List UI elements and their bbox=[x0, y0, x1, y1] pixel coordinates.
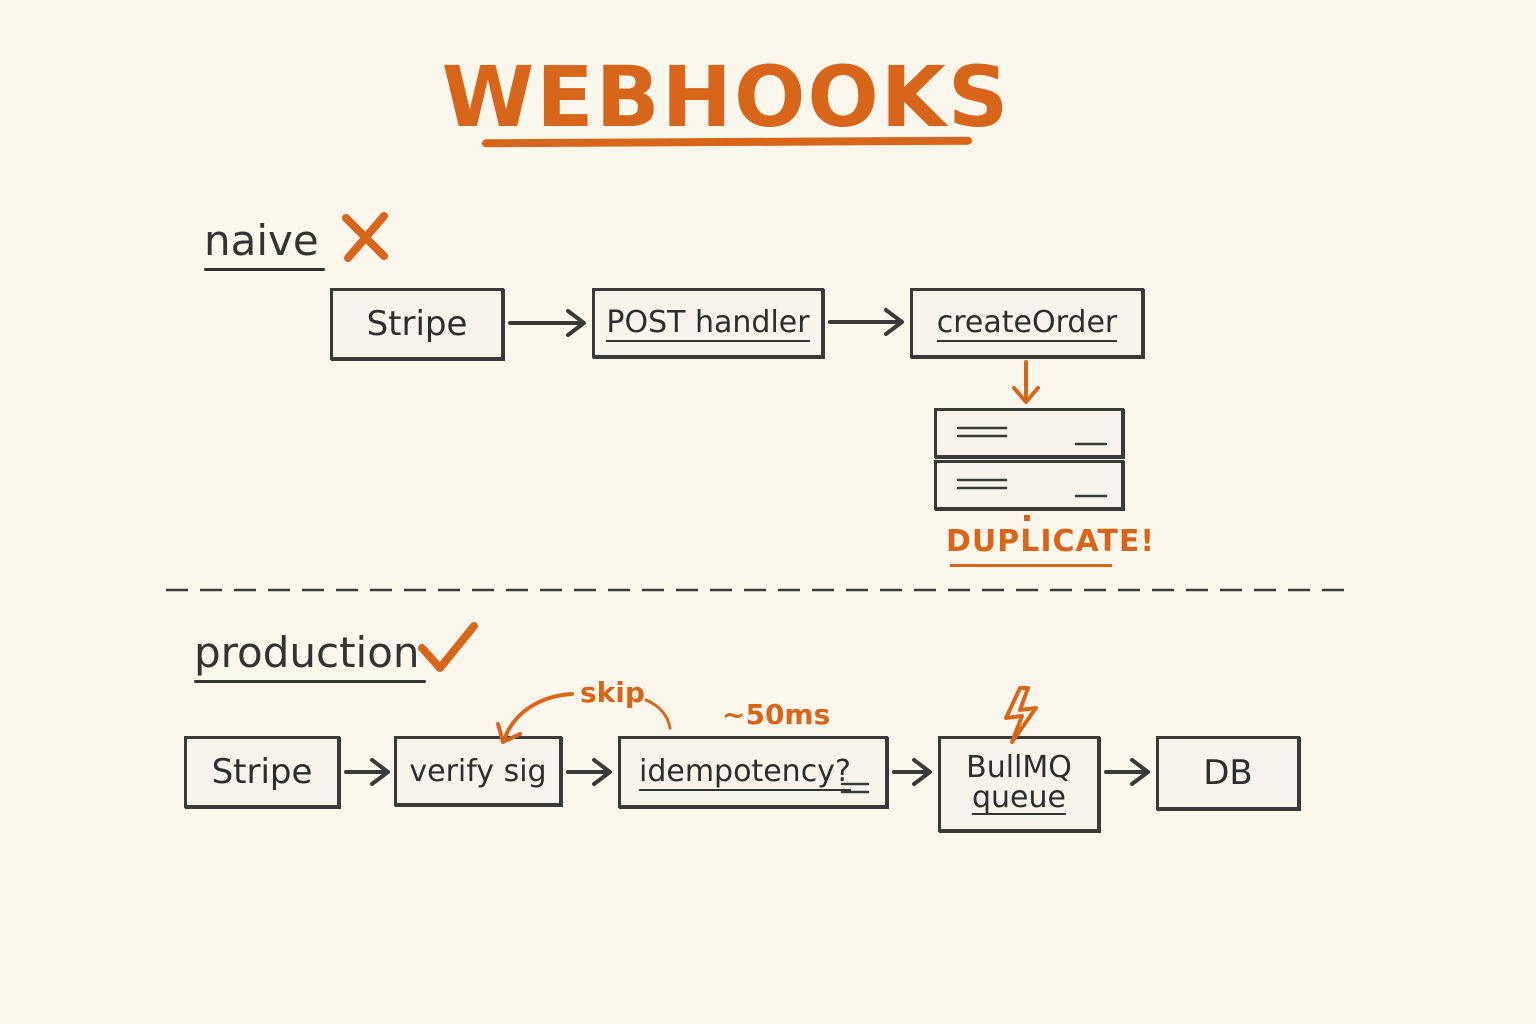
prod-bullmq-node: BullMQ queue bbox=[938, 736, 1100, 832]
naive-label-text: naive bbox=[204, 216, 319, 265]
arrow-idempotency-to-bullmq bbox=[892, 758, 932, 786]
skip-arrow bbox=[496, 692, 672, 744]
production-label-underline bbox=[194, 680, 426, 683]
lightning-icon bbox=[1004, 686, 1038, 744]
check-icon bbox=[418, 622, 478, 672]
latency-label: ~50ms bbox=[722, 698, 831, 731]
duplicate-row-1-lines bbox=[956, 426, 1108, 446]
naive-label: naive bbox=[204, 216, 325, 271]
prod-verify-sig-node: verify sig bbox=[394, 736, 562, 806]
page-title: WEBHOOKS bbox=[441, 48, 1011, 146]
prod-idempotency-label: idempotency? bbox=[639, 753, 851, 791]
duplicate-row-2-lines bbox=[956, 478, 1108, 498]
arrow-create-to-db bbox=[1012, 360, 1040, 404]
duplicate-row-2 bbox=[934, 460, 1124, 510]
naive-create-order-node: createOrder bbox=[910, 288, 1144, 358]
prod-queue-label: queue bbox=[972, 780, 1066, 815]
naive-label-underline bbox=[204, 268, 325, 271]
arrow-bullmq-to-db bbox=[1104, 758, 1150, 786]
prod-db-node: DB bbox=[1156, 736, 1300, 810]
idempotency-detail-lines bbox=[840, 782, 870, 794]
production-label: production bbox=[194, 628, 426, 683]
naive-post-handler-node: POST handler bbox=[592, 288, 824, 358]
naive-create-order-label: createOrder bbox=[936, 304, 1118, 342]
prod-stripe-node: Stripe bbox=[184, 736, 340, 808]
duplicate-alert: DUPLICATE! bbox=[946, 524, 1156, 559]
naive-stripe-label: Stripe bbox=[366, 304, 468, 344]
duplicate-row-1 bbox=[934, 408, 1124, 458]
arrow-stripe-to-verify bbox=[344, 758, 390, 786]
arrow-verify-to-idempotency bbox=[566, 758, 612, 786]
arrow-stripe-to-post bbox=[508, 309, 586, 337]
prod-verify-sig-label: verify sig bbox=[409, 753, 547, 789]
prod-idempotency-node: idempotency? bbox=[618, 736, 888, 808]
arrow-post-to-create bbox=[828, 308, 904, 336]
cross-icon bbox=[342, 212, 388, 262]
duplicate-alert-underline bbox=[950, 564, 1112, 567]
connector-dot bbox=[1024, 515, 1030, 521]
naive-post-handler-label: POST handler bbox=[606, 304, 810, 342]
prod-bullmq-label: BullMQ bbox=[966, 750, 1072, 785]
prod-stripe-label: Stripe bbox=[211, 752, 313, 792]
production-label-text: production bbox=[194, 628, 420, 677]
naive-stripe-node: Stripe bbox=[330, 288, 504, 360]
skip-label: skip bbox=[580, 676, 645, 709]
prod-db-label: DB bbox=[1203, 753, 1253, 793]
